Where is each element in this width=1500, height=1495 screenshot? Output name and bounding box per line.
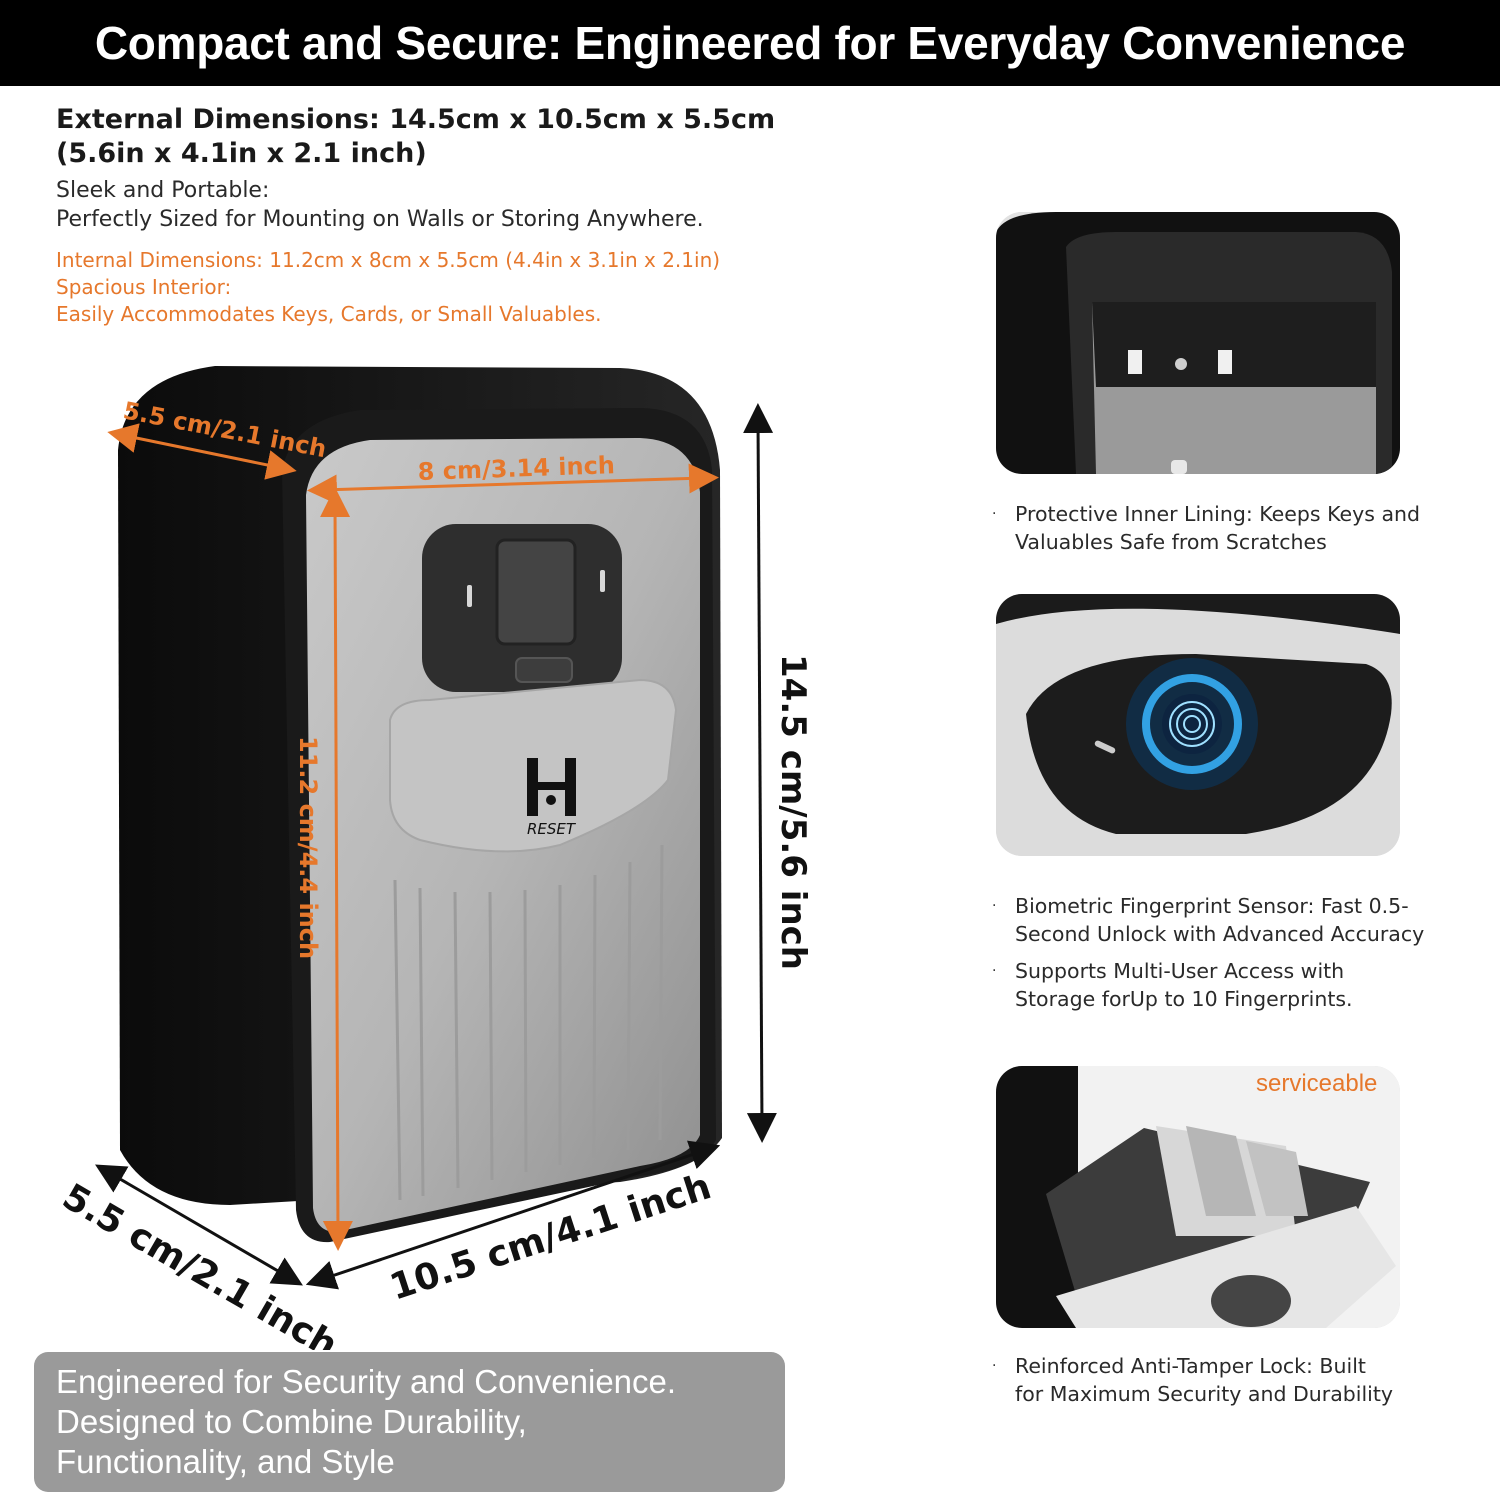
external-dimensions: External Dimensions: 14.5cm x 10.5cm x 5… <box>56 103 775 171</box>
product-illustration: RESET 5.5 cm/2.1 inch 8 cm/3.14 inch 11.… <box>56 366 813 1350</box>
feature-line: Reinforced Anti-Tamper Lock: Built <box>1015 1354 1366 1378</box>
feature-multi-user: · Supports Multi-User Access with Storag… <box>992 957 1353 1013</box>
feature-fingerprint-sensor: · Biometric Fingerprint Sensor: Fast 0.5… <box>992 892 1424 948</box>
feature-line: Biometric Fingerprint Sensor: Fast 0.5- <box>1015 894 1409 918</box>
brand-name: RESET <box>527 820 577 838</box>
spacious-interior-desc: Easily Accommodates Keys, Cards, or Smal… <box>56 302 602 326</box>
inner-lining-photo <box>996 212 1400 474</box>
internal-dimensions-line: Internal Dimensions: 11.2cm x 8cm x 5.5c… <box>56 248 721 272</box>
external-dimensions-line-1: External Dimensions: 14.5cm x 10.5cm x 5… <box>56 104 776 135</box>
feature-line: Storage forUp to 10 Fingerprints. <box>1015 987 1353 1011</box>
feature-inner-lining: · Protective Inner Lining: Keeps Keys an… <box>992 500 1420 556</box>
dim-height: 14.5 cm/5.6 inch <box>773 654 813 970</box>
internal-dimensions: Internal Dimensions: 11.2cm x 8cm x 5.5c… <box>56 247 720 328</box>
bullet-dot: · <box>992 898 997 914</box>
footer-tagline: Engineered for Security and Convenience.… <box>34 1352 785 1492</box>
bullet-dot: · <box>992 963 997 979</box>
dim-inner-width: 8 cm/3.14 inch <box>417 451 615 486</box>
feature-line: for Maximum Security and Durability <box>1015 1382 1394 1406</box>
sleek-portable-title: Sleek and Portable: <box>56 178 270 203</box>
spacious-interior-title: Spacious Interior: <box>56 275 232 299</box>
feature-line: Protective Inner Lining: Keeps Keys and <box>1015 502 1421 526</box>
sleek-portable-desc: Perfectly Sized for Mounting on Walls or… <box>56 207 704 232</box>
footer-line-2: Designed to Combine Durability, <box>56 1403 527 1440</box>
serviceable-label: serviceable <box>1256 1070 1378 1097</box>
feature-line: Valuables Safe from Scratches <box>1015 530 1327 554</box>
feature-anti-tamper: · Reinforced Anti-Tamper Lock: Built for… <box>992 1352 1393 1408</box>
feature-line: Supports Multi-User Access with <box>1015 959 1345 983</box>
brand-logo-icon <box>527 758 576 816</box>
feature-line: Second Unlock with Advanced Accuracy <box>1015 922 1425 946</box>
fingerprint-sensor <box>495 538 577 646</box>
anti-tamper-lock-photo <box>996 1066 1400 1328</box>
bullet-dot: · <box>992 506 997 522</box>
page-title: Compact and Secure: Engineered for Every… <box>0 0 1500 86</box>
dim-inner-height: 11.2 cm/4.4 inch <box>294 736 322 959</box>
bullet-dot: · <box>992 1358 997 1374</box>
external-dimensions-line-2: (5.6in x 4.1in x 2.1 inch) <box>56 138 427 169</box>
fingerprint-sensor-photo <box>996 594 1400 856</box>
footer-line-3: Functionality, and Style <box>56 1443 395 1480</box>
sleek-portable: Sleek and Portable: Perfectly Sized for … <box>56 176 704 234</box>
footer-line-1: Engineered for Security and Convenience. <box>56 1363 677 1400</box>
